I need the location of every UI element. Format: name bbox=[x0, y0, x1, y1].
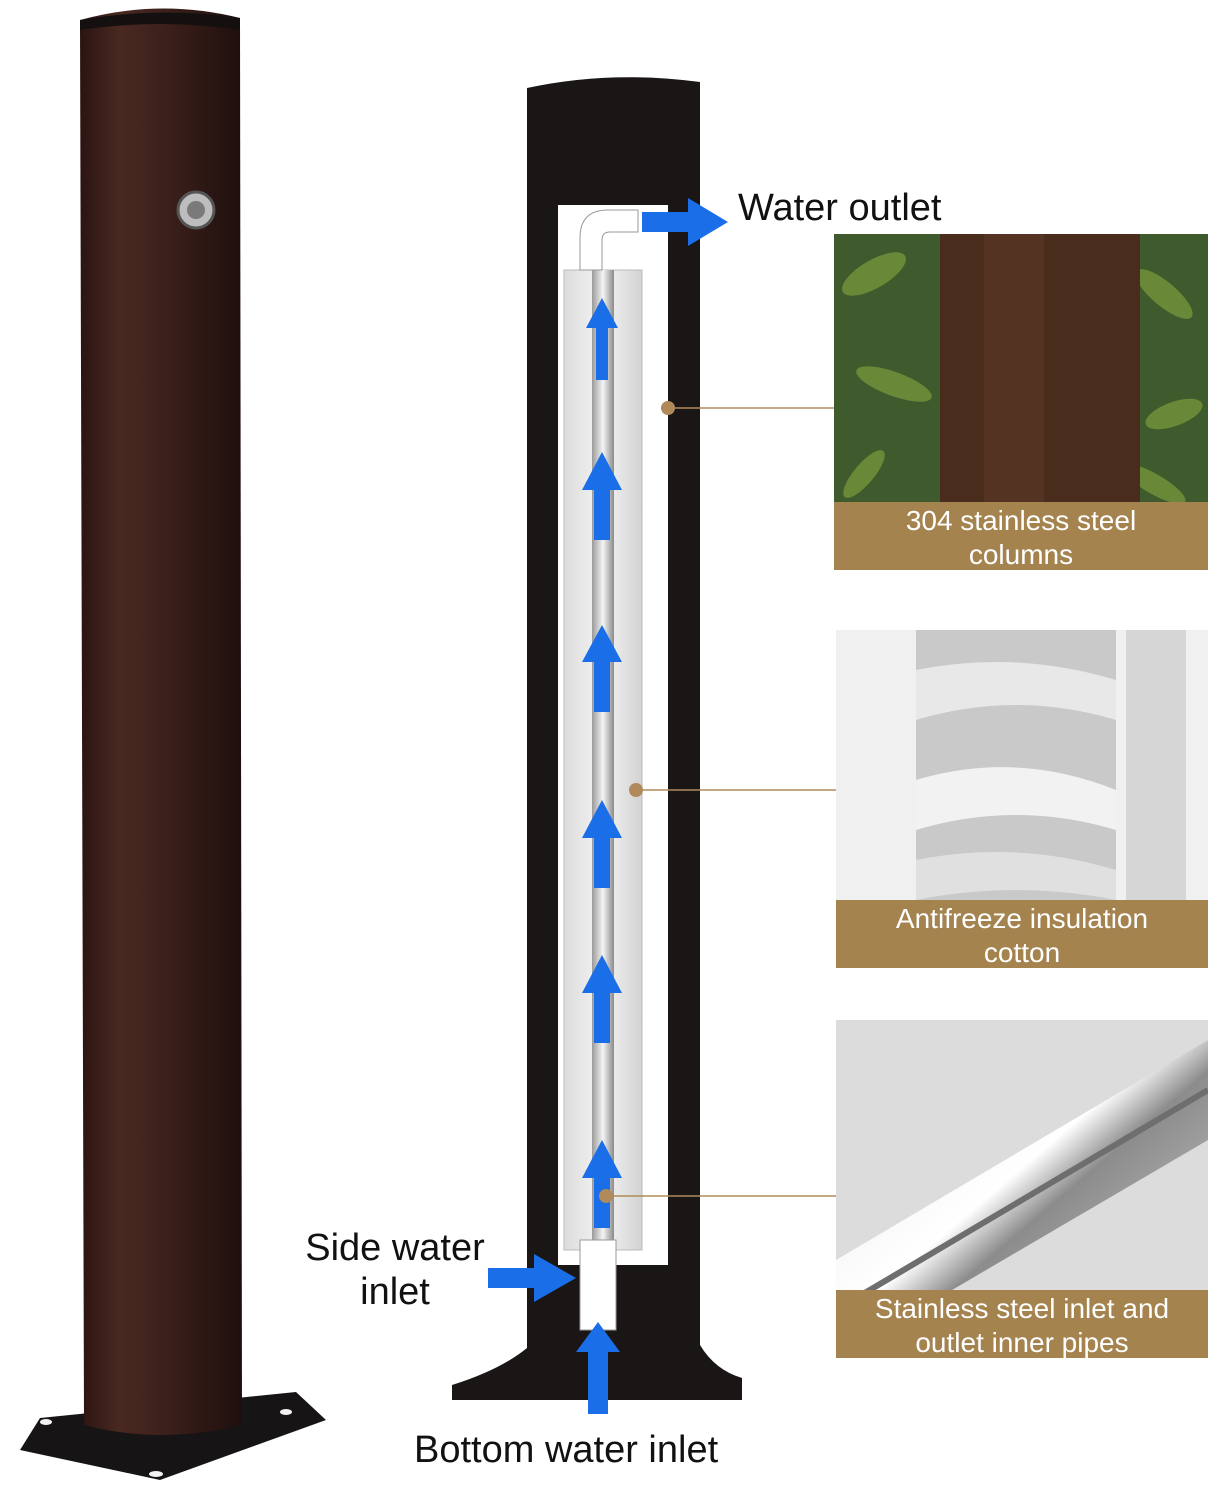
panel-inner-pipes: Stainless steel inlet and outlet inner p… bbox=[836, 1020, 1208, 1358]
top-elbow bbox=[579, 209, 639, 271]
panel-1-caption-line1: 304 stainless steel bbox=[905, 505, 1137, 536]
panel-3-caption-line2: outlet inner pipes bbox=[915, 1327, 1129, 1358]
panel-stainless-column: 304 stainless steel columns bbox=[834, 234, 1208, 570]
panel-2-caption-line1: Antifreeze insulation bbox=[895, 903, 1149, 934]
panel-2-caption: Antifreeze insulation cotton bbox=[836, 900, 1208, 968]
panel-3-caption-line1: Stainless steel inlet and bbox=[874, 1293, 1170, 1324]
bottom-tee bbox=[579, 1239, 617, 1331]
post-column bbox=[80, 8, 242, 1435]
water-post-exterior bbox=[20, 8, 326, 1480]
panel-insulation: Antifreeze insulation cotton bbox=[836, 630, 1208, 968]
inner-pipe bbox=[592, 270, 614, 1250]
side-inlet-arrow bbox=[488, 1254, 576, 1302]
panel-3-caption: Stainless steel inlet and outlet inner p… bbox=[836, 1290, 1208, 1358]
bottom-inlet-label: Bottom water inlet bbox=[414, 1429, 719, 1471]
side-inlet-line2: inlet bbox=[360, 1271, 430, 1313]
panel-1-caption: 304 stainless steel columns bbox=[834, 502, 1208, 570]
bottom-inlet-arrow bbox=[576, 1322, 620, 1414]
panel-2-caption-line2: cotton bbox=[983, 937, 1061, 968]
water-outlet-label: Water outlet bbox=[738, 187, 942, 229]
flow-arrows bbox=[582, 298, 622, 1228]
side-inlet-label: Side water inlet bbox=[280, 1226, 510, 1314]
panel-1-caption-line2: columns bbox=[968, 539, 1074, 570]
side-inlet-line1: Side water bbox=[305, 1227, 485, 1269]
outlet-arrow bbox=[642, 198, 728, 246]
